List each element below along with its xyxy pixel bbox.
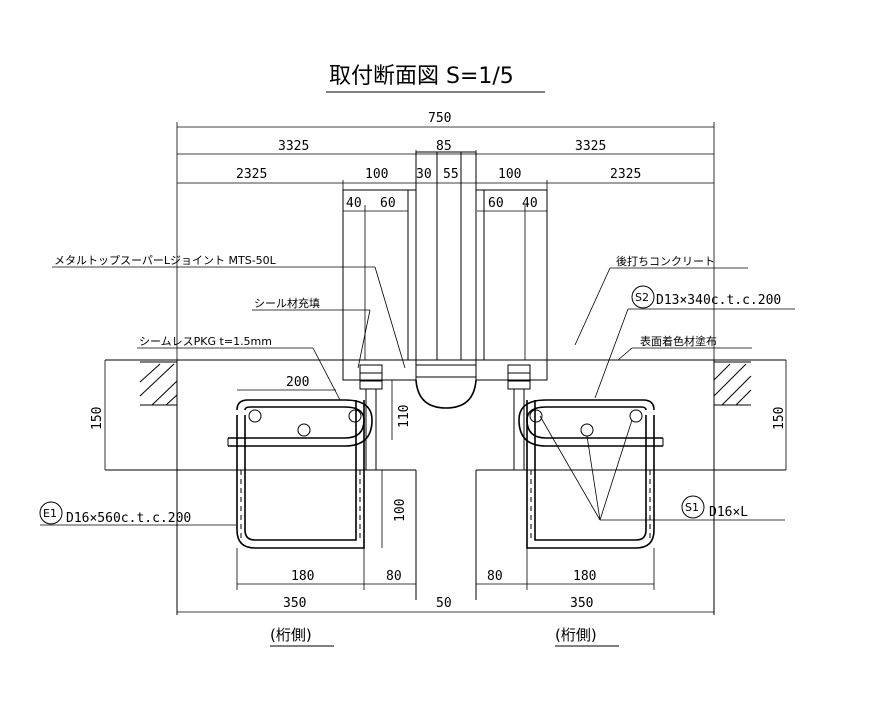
drawing-title: 取付断面図 S=1/5: [329, 64, 514, 89]
dim-center-50: 50: [436, 596, 452, 611]
label-sealant: シール材充填: [254, 296, 320, 310]
s2-marker: S2: [635, 291, 649, 304]
dim-gap-a: 30: [416, 167, 432, 182]
dim-right-80: 80: [487, 569, 503, 584]
dim-right-inner: 100: [498, 167, 521, 182]
s2-marker-circle: [631, 285, 655, 309]
label-girder-left: (桁側): [270, 626, 312, 644]
dim-100: 100: [393, 499, 408, 522]
label-girder-right: (桁側): [555, 626, 597, 644]
anchor-bolt-right: [507, 364, 531, 470]
leader-lines: [40, 266, 795, 526]
e1-marker-circle: [39, 501, 63, 525]
e1-marker: E1: [43, 507, 57, 520]
dim-right-60: 60: [488, 196, 504, 211]
s1-marker: S1: [685, 501, 699, 514]
extension-lines: [176, 122, 715, 360]
dim-110: 110: [397, 405, 412, 428]
label-e1-spec: D16×560c.t.c.200: [66, 511, 191, 526]
dim-left-40: 40: [346, 196, 362, 211]
dim-left-180: 180: [291, 569, 314, 584]
s1-marker-circle: [681, 495, 705, 519]
dim-left-350: 350: [283, 596, 306, 611]
dim-right-half: 3325: [575, 139, 606, 154]
dim-gap-b: 55: [443, 167, 459, 182]
dim-left-200: 200: [286, 375, 309, 390]
dim-right-outer: 2325: [610, 167, 641, 182]
dim-left-60: 60: [380, 196, 396, 211]
label-s1-spec: D16×L: [709, 505, 748, 520]
label-concrete: 後打ちコンクリート: [616, 254, 715, 268]
label-s2-spec: D13×340c.t.c.200: [656, 293, 781, 308]
dim-left-80: 80: [386, 569, 402, 584]
rebar-left: [227, 399, 373, 549]
anchor-bolt-left: [359, 364, 383, 470]
dim-left-inner: 100: [365, 167, 388, 182]
dim-right-180: 180: [573, 569, 596, 584]
dim-left-150: 150: [90, 407, 105, 430]
label-pkg: シームレスPKG t=1.5mm: [139, 335, 272, 348]
dim-right-150: 150: [772, 407, 787, 430]
dim-left-half: 3325: [278, 139, 309, 154]
label-joint: メタルトップスーパーLジョイント MTS-50L: [54, 254, 277, 267]
joint-body: [342, 151, 548, 409]
deck-surface: [105, 359, 786, 615]
dim-right-40: 40: [522, 196, 538, 211]
label-coating: 表面着色材塗布: [640, 334, 717, 348]
dim-center: 85: [436, 139, 452, 154]
dim-overall: 750: [428, 111, 451, 126]
dim-right-350: 350: [570, 596, 593, 611]
rebar-right: [518, 399, 664, 549]
dim-left-outer: 2325: [236, 167, 267, 182]
